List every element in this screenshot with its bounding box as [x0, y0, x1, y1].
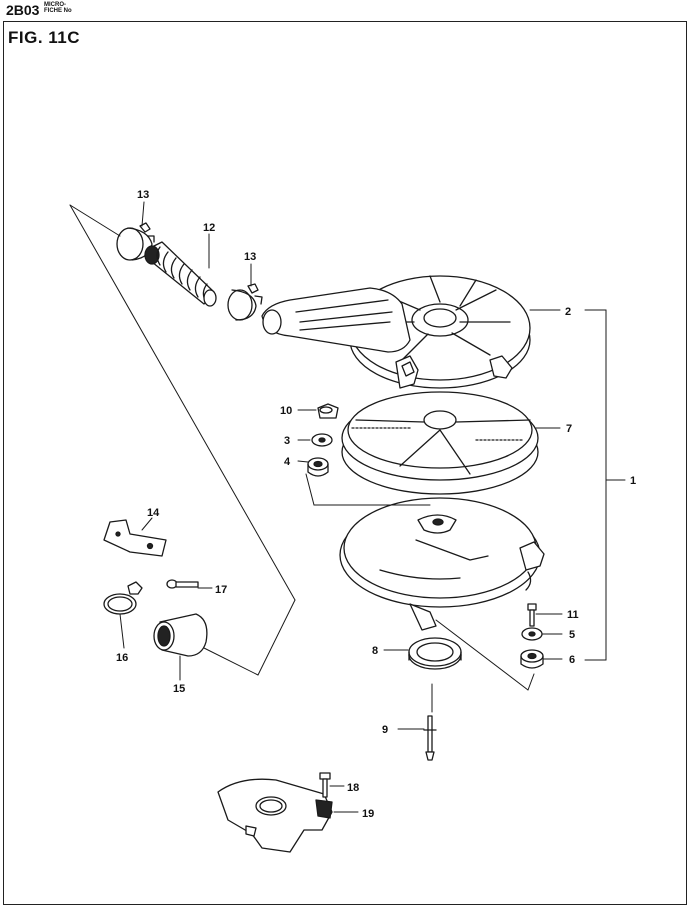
part-10-cap	[317, 403, 339, 419]
callout-1: 1	[630, 475, 636, 487]
callout-19: 19	[362, 808, 374, 820]
callout-2: 2	[565, 306, 571, 318]
microfiche-label-line1: MICRO-	[44, 2, 66, 8]
callout-17: 17	[215, 584, 227, 596]
figure-frame	[3, 21, 687, 905]
part-7-filter-element	[341, 391, 539, 495]
callout-4: 4	[284, 456, 291, 468]
callout-labels: 13 12 13 2 10 7 3 4 1 14 17 11 5 16 8 6 …	[116, 189, 636, 820]
part-2-air-cleaner-case	[261, 275, 531, 389]
part-19-cover-plate	[217, 778, 333, 853]
callout-16: 16	[116, 652, 128, 664]
part-18-bolt	[319, 772, 331, 798]
microfiche-label: MICRO- FICHE No	[44, 2, 72, 14]
callout-14: 14	[147, 507, 160, 519]
callout-13-upper: 13	[137, 189, 149, 201]
part-8-seal-ring	[408, 637, 462, 670]
part-13-hose-clamp-upper	[116, 222, 155, 261]
callout-8: 8	[372, 645, 378, 657]
part-3-washer	[311, 433, 333, 447]
callout-7: 7	[566, 423, 572, 435]
microfiche-label-line2: FICHE No	[44, 8, 72, 14]
callout-6: 6	[569, 654, 575, 666]
callout-12: 12	[203, 222, 215, 234]
part-9-bolt	[423, 715, 437, 761]
part-17-screw	[166, 579, 199, 589]
part-11-bolt	[527, 603, 537, 627]
part-12-intake-hose	[144, 241, 217, 307]
callout-5: 5	[569, 629, 575, 641]
part-6-grommet	[520, 649, 544, 669]
callout-11: 11	[567, 609, 579, 621]
callout-9: 9	[382, 724, 388, 736]
part-13-hose-clamp-lower	[227, 283, 263, 321]
microfiche-code: 2B03	[6, 2, 40, 18]
leader-lines	[69, 201, 626, 813]
part-14-bracket	[103, 519, 167, 557]
callout-3: 3	[284, 435, 290, 447]
part-15-sleeve	[153, 613, 208, 657]
callout-15: 15	[173, 683, 185, 695]
figure-title: FIG. 11C	[8, 28, 81, 47]
callout-18: 18	[347, 782, 359, 794]
callout-13-lower: 13	[244, 251, 256, 263]
air-cleaner-lower-tray	[339, 497, 545, 631]
callout-10: 10	[280, 405, 292, 417]
part-4-grommet	[307, 457, 329, 477]
part-5-washer	[521, 627, 543, 641]
part-16-band-clamp	[103, 581, 143, 615]
